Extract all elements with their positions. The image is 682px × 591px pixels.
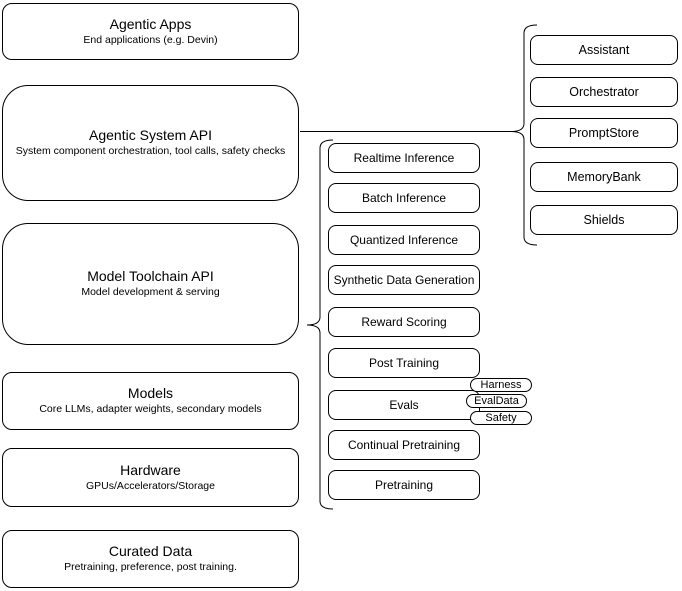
node-pretraining: Pretraining [328,470,480,500]
node-reward-scoring: Reward Scoring [328,307,480,337]
node-title: Agentic Apps [109,15,192,32]
node-assistant: Assistant [530,35,678,65]
node-evals: Evals [328,390,480,420]
node-model-toolchain-api: Model Toolchain API Model development & … [2,223,299,345]
node-subtitle: GPUs/Accelerators/Storage [86,479,215,492]
node-title: Hardware [120,461,181,478]
node-subtitle: Pretraining, preference, post training. [64,561,237,573]
node-agentic-system-api: Agentic System API System component orch… [2,85,299,201]
node-title: Models [127,385,174,401]
node-subtitle: End applications (e.g. Devin) [83,33,218,46]
node-subtitle: Model development & serving [81,286,220,298]
node-synthetic-data-generation: Synthetic Data Generation [328,265,480,295]
node-continual-pretraining: Continual Pretraining [328,430,480,460]
node-batch-inference: Batch Inference [328,183,480,213]
tag-harness: Harness [470,378,532,392]
node-subtitle: Core LLMs, adapter weights, secondary mo… [39,403,262,415]
node-promptstore: PromptStore [530,118,678,148]
node-memorybank: MemoryBank [530,162,678,192]
node-models: Models Core LLMs, adapter weights, secon… [2,372,299,430]
node-title: Model Toolchain API [87,268,214,284]
node-hardware: Hardware GPUs/Accelerators/Storage [2,448,299,507]
node-title: Curated Data [108,543,193,559]
tag-evaldata: EvalData [466,394,527,408]
node-shields: Shields [530,205,678,235]
node-quantized-inference: Quantized Inference [328,225,480,255]
node-curated-data: Curated Data Pretraining, preference, po… [2,530,299,588]
node-realtime-inference: Realtime Inference [328,143,480,173]
node-orchestrator: Orchestrator [530,77,678,107]
node-subtitle: System component orchestration, tool cal… [15,145,286,157]
tag-safety: Safety [470,411,532,425]
node-title: Agentic System API [89,127,212,143]
node-agentic-apps: Agentic Apps End applications (e.g. Devi… [2,3,299,60]
node-post-training: Post Training [328,348,480,378]
